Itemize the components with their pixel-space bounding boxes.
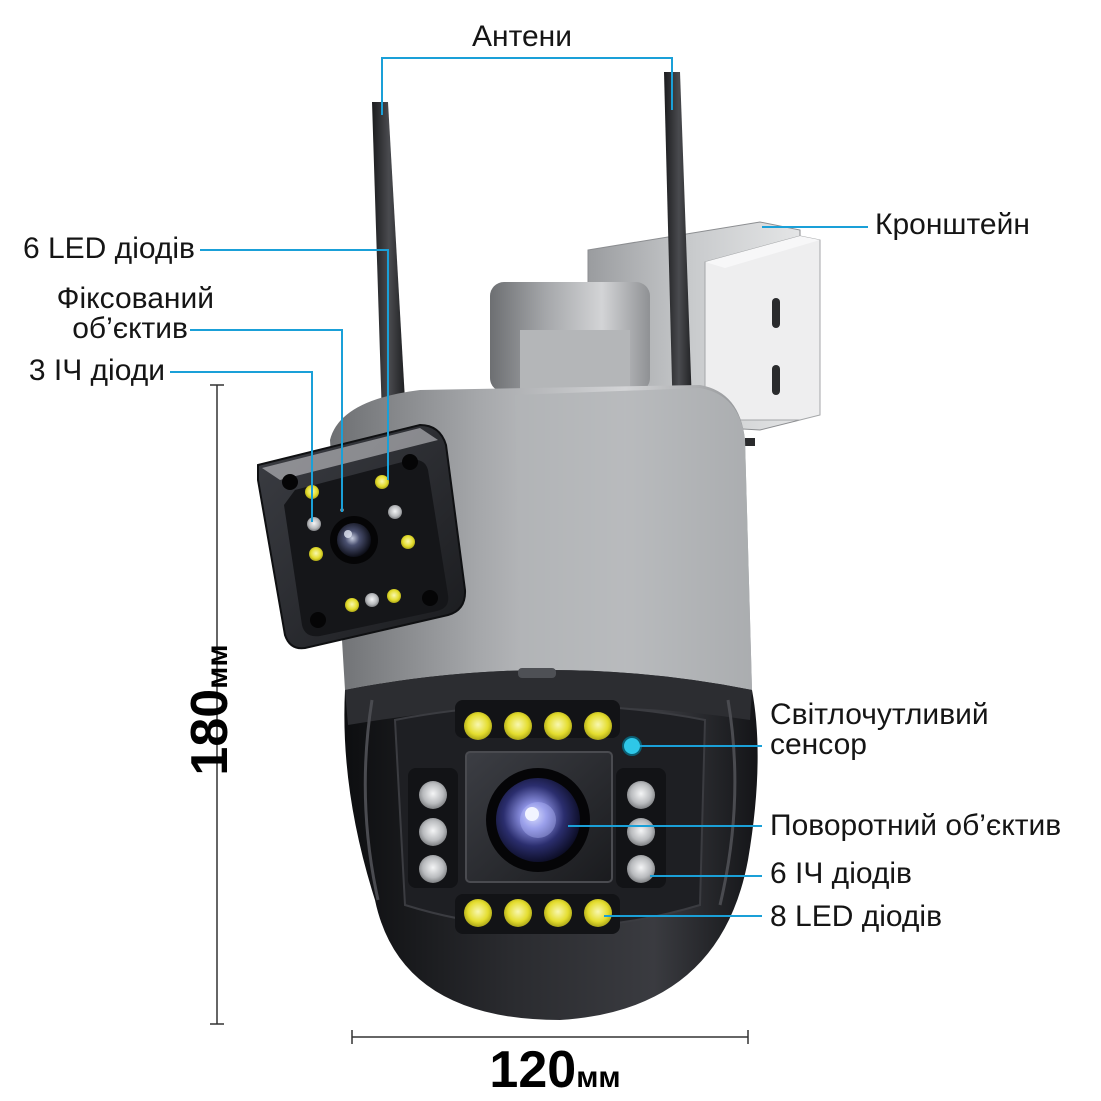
bracket-slot — [772, 365, 780, 395]
label-ir6: 6 ІЧ діодів — [770, 857, 912, 890]
led — [387, 589, 401, 603]
led — [309, 547, 323, 561]
ir-diode — [365, 593, 379, 607]
leader-antennas — [381, 57, 673, 115]
bracket-slot — [772, 298, 780, 328]
label-light-sensor-line2: сенсор — [770, 728, 867, 761]
label-ir3: 3 ІЧ діоди — [28, 354, 165, 387]
led — [544, 899, 572, 927]
label-fixed-lens-line1: Фіксований — [56, 282, 214, 315]
ir-diode — [627, 855, 655, 883]
fixed-camera-module — [257, 423, 467, 650]
dimension-width — [351, 1030, 749, 1044]
ir-diode — [419, 855, 447, 883]
mount-housing — [490, 282, 650, 392]
led — [464, 712, 492, 740]
led — [464, 899, 492, 927]
width-value: 120 — [489, 1041, 577, 1099]
led-strip-bottom — [455, 894, 620, 934]
screw — [422, 590, 438, 606]
leader-ir3 — [170, 371, 313, 522]
ir-diode — [307, 517, 321, 531]
label-rotating-lens: Поворотний об’єктив — [770, 809, 1062, 842]
led — [544, 712, 572, 740]
dimension-height — [210, 384, 224, 1025]
ir-diode — [627, 818, 655, 846]
ir-diode — [388, 505, 402, 519]
leader-led6 — [200, 249, 389, 480]
led-strip-top — [455, 700, 620, 738]
height-unit: мм — [201, 644, 234, 689]
led — [504, 899, 532, 927]
height-value: 180 — [181, 688, 239, 776]
screw — [310, 612, 326, 628]
width-dimension-label: 120мм — [480, 1040, 630, 1100]
label-fixed-lens-line2: об’єктив — [72, 312, 188, 345]
screw — [402, 454, 418, 470]
led — [375, 475, 389, 489]
ir-diode — [419, 781, 447, 809]
rotating-dome — [344, 668, 758, 1020]
led — [504, 712, 532, 740]
ir-diode — [419, 818, 447, 846]
ir-diode — [627, 781, 655, 809]
screw — [282, 474, 298, 490]
label-led6: 6 LED діодів — [22, 232, 195, 265]
label-light-sensor-line1: Світлочутливий — [770, 698, 989, 731]
light-sensor — [622, 736, 642, 756]
led — [345, 598, 359, 612]
label-bracket: Кронштейн — [875, 208, 1030, 241]
led — [584, 899, 612, 927]
label-antennas: Антени — [472, 20, 572, 53]
label-led8: 8 LED діодів — [770, 900, 943, 933]
led — [584, 712, 612, 740]
leader-lines — [170, 57, 868, 917]
height-dimension-label: 180мм — [180, 590, 240, 830]
led — [401, 535, 415, 549]
leader-fixed-lens — [190, 329, 343, 512]
width-unit: мм — [576, 1061, 621, 1094]
